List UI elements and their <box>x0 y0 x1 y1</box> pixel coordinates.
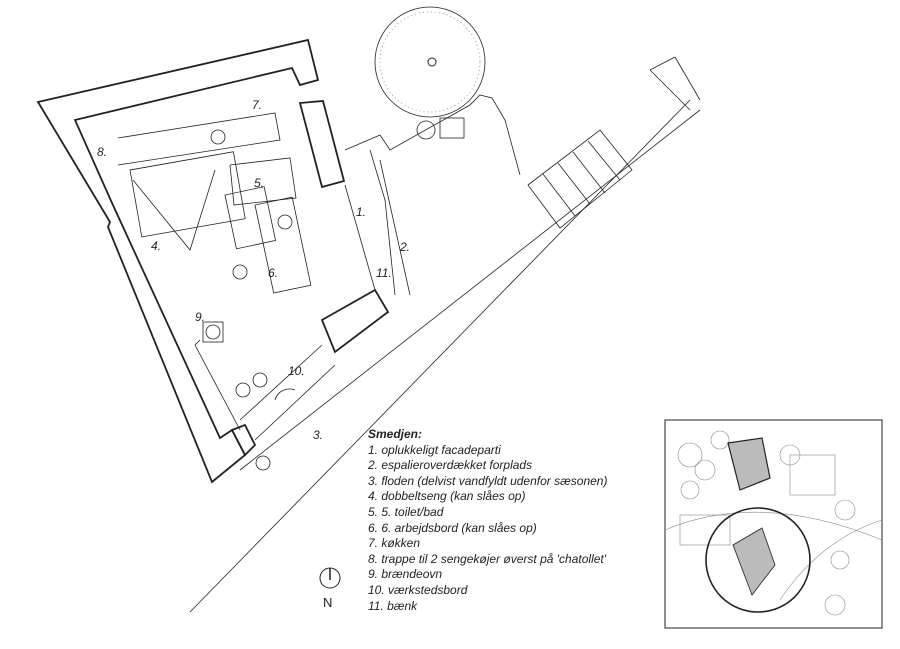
legend-item: 8. trappe til 2 sengekøjer øverst på 'ch… <box>368 551 607 566</box>
plan-label-11: 11. <box>376 266 392 280</box>
legend-item: 5. 5. toilet/bad <box>368 504 444 519</box>
north-label: N <box>323 595 333 610</box>
legend-item: 3. floden (delvist vandfyldt udenfor sæs… <box>368 473 608 488</box>
plan-label-9: 9. <box>195 310 206 324</box>
location-inset-map <box>664 419 883 629</box>
plan-label-6: 6. <box>268 266 279 280</box>
legend-item: 9. brændeovn <box>368 567 443 582</box>
tree-symbol <box>374 6 486 140</box>
legend-item: 4. dobbeltseng (kan slåes op) <box>368 489 526 504</box>
interior-fixtures <box>117 112 376 471</box>
legend-item: 6. 6. arbejdsbord (kan slåes op) <box>368 520 537 535</box>
legend-item: 7. køkken <box>368 536 421 551</box>
plan-label-5: 5. <box>254 176 265 190</box>
legend: Smedjen: 1. oplukkeligt facadeparti 2. e… <box>368 427 607 614</box>
legend-item: 1. oplukkeligt facadeparti <box>368 442 501 457</box>
plan-label-8: 8. <box>97 145 108 159</box>
plan-label-1: 1. <box>356 205 367 219</box>
site-lines <box>189 56 701 613</box>
building-walls <box>36 38 390 484</box>
plan-label-2: 2. <box>400 240 411 254</box>
plan-label-3: 3. <box>313 428 324 442</box>
legend-title: Smedjen: <box>368 427 423 441</box>
external-stairs <box>527 129 633 229</box>
legend-item: 2. espalieroverdækket forplads <box>368 458 533 473</box>
plan-label-7: 7. <box>252 98 263 112</box>
legend-item: 10. værkstedsbord <box>368 582 468 597</box>
plan-label-10: 10. <box>288 364 305 378</box>
legend-item: 11. bænk <box>368 598 418 613</box>
plan-label-4: 4. <box>151 239 162 253</box>
north-arrow-icon <box>319 567 341 589</box>
